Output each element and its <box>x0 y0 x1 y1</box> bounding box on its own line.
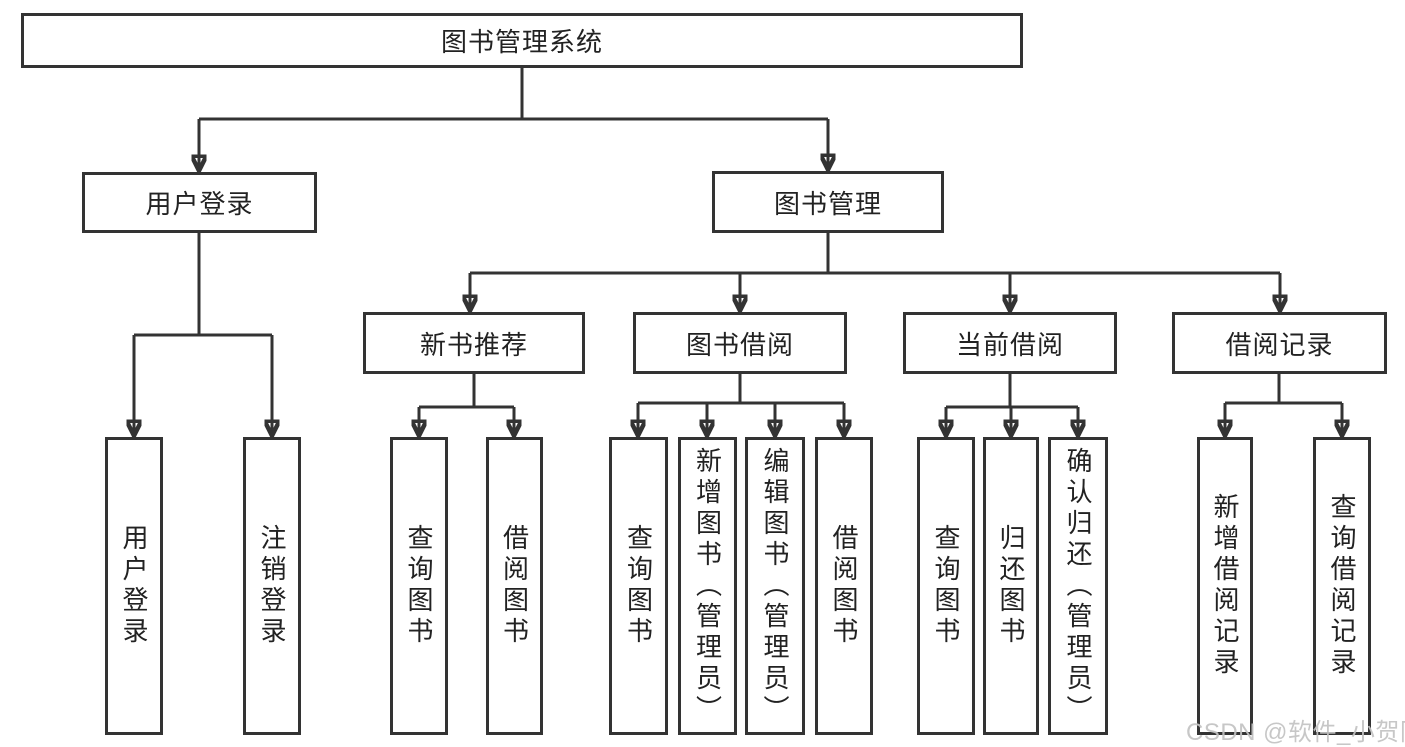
leaf-edit-book-admin: 编辑图书（管理员） <box>745 437 805 735</box>
leaf-query-borrow-record: 查询借阅记录 <box>1313 437 1371 735</box>
leaf-return-book: 归还图书 <box>983 437 1039 735</box>
leaf-query-books-2: 查询图书 <box>609 437 668 735</box>
leaf-borrow-books-1: 借阅图书 <box>486 437 543 735</box>
leaf-user-login: 用户登录 <box>105 437 163 735</box>
node-current-borrow: 当前借阅 <box>903 312 1117 374</box>
node-new-book-recommend: 新书推荐 <box>363 312 585 374</box>
node-book-borrow: 图书借阅 <box>633 312 847 374</box>
leaf-label: 编辑图书（管理员） <box>760 446 790 726</box>
leaf-label: 新增图书（管理员） <box>692 446 723 726</box>
leaf-label: 新增借阅记录 <box>1210 493 1240 679</box>
leaf-query-books-3: 查询图书 <box>917 437 975 735</box>
leaf-logout: 注销登录 <box>243 437 301 735</box>
leaf-label: 借阅图书 <box>499 524 530 648</box>
leaf-label: 归还图书 <box>996 524 1026 648</box>
node-book-management: 图书管理 <box>712 171 944 233</box>
node-root-library-system: 图书管理系统 <box>21 13 1023 68</box>
csdn-watermark: CSDN @软件_小贺同学 <box>1186 719 1405 746</box>
leaf-add-borrow-record: 新增借阅记录 <box>1197 437 1253 735</box>
leaf-label: 确认归还（管理员） <box>1063 446 1093 726</box>
leaf-label: 查询图书 <box>404 524 434 648</box>
leaf-label: 查询借阅记录 <box>1327 493 1357 679</box>
leaf-label: 注销登录 <box>257 524 287 648</box>
node-user-login: 用户登录 <box>82 172 317 233</box>
node-borrow-records: 借阅记录 <box>1172 312 1387 374</box>
leaf-label: 用户登录 <box>119 524 149 648</box>
leaf-label: 查询图书 <box>931 524 961 648</box>
leaf-borrow-books-2: 借阅图书 <box>815 437 873 735</box>
leaf-query-books-1: 查询图书 <box>390 437 448 735</box>
leaf-label: 查询图书 <box>623 524 654 648</box>
leaf-confirm-return-admin: 确认归还（管理员） <box>1048 437 1108 735</box>
leaf-label: 借阅图书 <box>829 524 859 648</box>
leaf-add-book-admin: 新增图书（管理员） <box>678 437 737 735</box>
